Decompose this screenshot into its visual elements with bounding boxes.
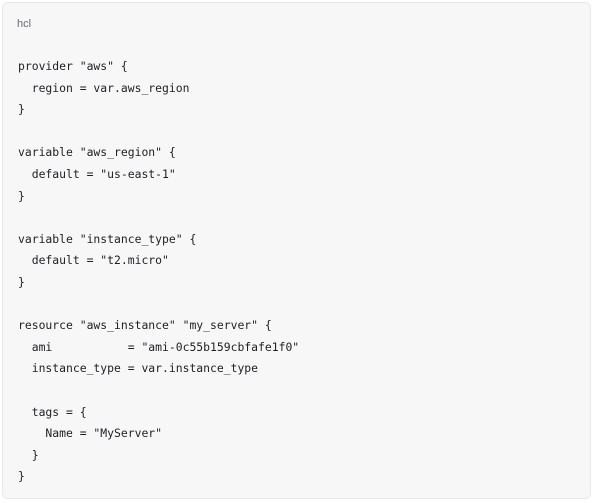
code-line: }: [18, 102, 25, 117]
code-line: default = "t2.micro": [18, 253, 169, 268]
code-line: resource "aws_instance" "my_server" {: [18, 318, 272, 333]
code-line: provider "aws" {: [18, 59, 128, 73]
code-line: tags = {: [18, 404, 87, 419]
code-line: [18, 294, 299, 316]
code-line: instance_type = var.instance_type: [18, 361, 259, 376]
code-block: hcl provider "aws" { region = var.aws_re…: [2, 2, 591, 499]
code-line: [18, 380, 299, 402]
code-line: }: [18, 274, 25, 289]
code-line: ami = "ami-0c55b159cbfafe1f0": [18, 339, 300, 354]
code-content[interactable]: provider "aws" { region = var.aws_region…: [18, 56, 299, 488]
code-line: variable "instance_type" {: [18, 231, 197, 246]
code-line: }: [18, 469, 25, 484]
code-line: region = var.aws_region: [18, 80, 190, 95]
code-line: default = "us-east-1": [18, 166, 176, 181]
code-line: }: [18, 447, 39, 462]
code-line: Name = "MyServer": [18, 426, 163, 441]
code-line: [18, 121, 299, 143]
code-line: [18, 207, 299, 229]
code-line: variable "aws_region" {: [18, 145, 176, 160]
code-line: }: [18, 188, 25, 203]
code-language-label: hcl: [17, 18, 32, 30]
